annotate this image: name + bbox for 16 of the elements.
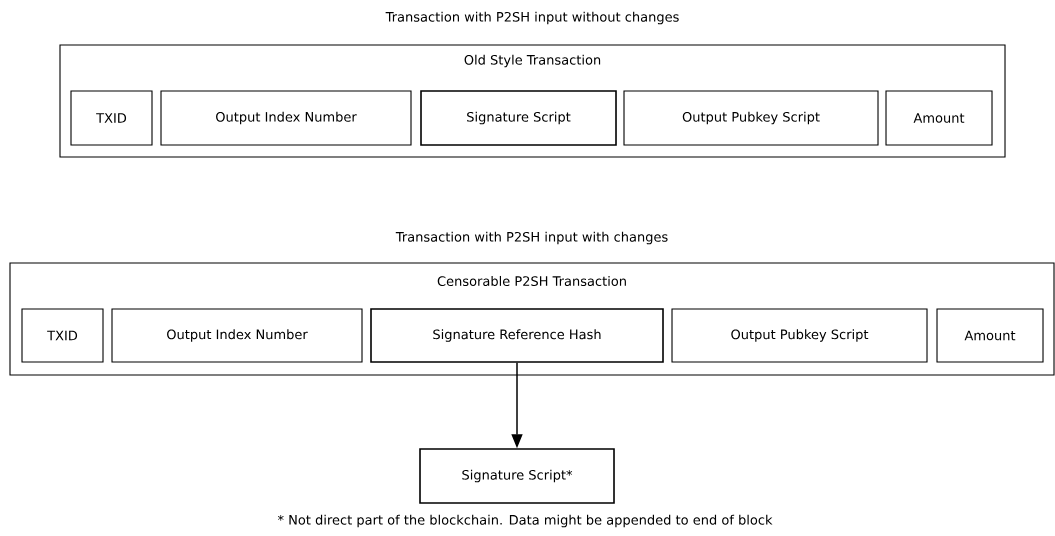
field-box: Amount: [936, 308, 1044, 363]
footnote: * Not direct part of the blockchain. Data might be appended to end of block: [277, 514, 773, 528]
section-title: Transaction with P2SH input without changes: [385, 11, 679, 25]
field-box: Signature Script: [420, 90, 617, 146]
field-box: Output Index Number: [111, 308, 363, 363]
field-box: TXID: [21, 308, 104, 363]
field-box: Signature Reference Hash: [370, 308, 664, 363]
section-title: Transaction with P2SH input with changes: [395, 231, 668, 245]
field-box: Output Pubkey Script: [623, 90, 879, 146]
field-box: Output Pubkey Script: [671, 308, 928, 363]
field-box: Output Index Number: [160, 90, 412, 146]
box-heading: Old Style Transaction: [464, 54, 601, 68]
field-box: TXID: [70, 90, 153, 146]
field-box: Amount: [885, 90, 993, 146]
field-box: Signature Script*: [419, 448, 615, 504]
box-heading: Censorable P2SH Transaction: [437, 275, 626, 287]
